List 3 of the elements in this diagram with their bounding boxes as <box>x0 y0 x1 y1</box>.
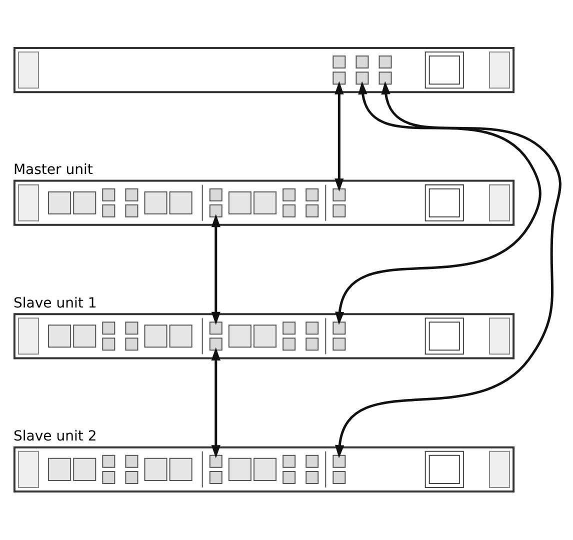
node-label: Slave unit 2 <box>13 428 97 445</box>
node-label: Slave unit 1 <box>13 295 97 312</box>
node-label: Master unit <box>13 162 93 178</box>
